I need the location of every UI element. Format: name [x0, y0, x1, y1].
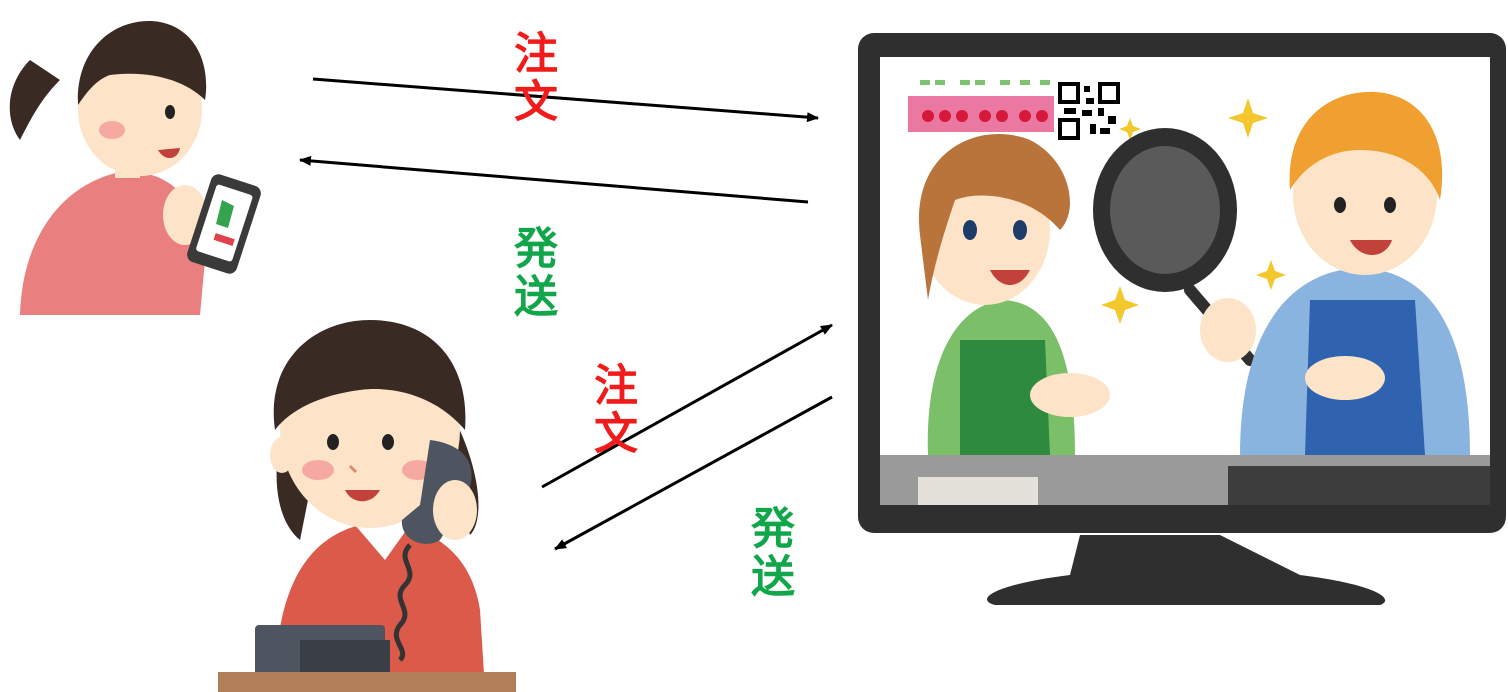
qr-code-icon — [1058, 82, 1120, 140]
ship-label-phone: 発送 — [743, 505, 794, 601]
ship-label-smartphone: 発送 — [506, 225, 557, 321]
arrow-smartphone-ship — [299, 155, 809, 204]
woman-on-phone-illustration — [218, 320, 516, 692]
woman-with-smartphone-illustration — [9, 21, 261, 315]
frying-pan-icon — [1093, 128, 1256, 366]
telephone-handset-icon — [401, 440, 472, 544]
telephone-base-icon — [255, 625, 390, 675]
arrow-phone-order — [541, 323, 833, 489]
order-label-phone: 注文 — [586, 362, 637, 458]
arrow-phone-ship — [554, 395, 833, 551]
tv-shopping-illustration — [858, 33, 1506, 605]
order-label-smartphone: 注文 — [506, 30, 557, 126]
presenter-woman — [919, 134, 1110, 455]
flow-arrows — [299, 77, 833, 551]
smartphone-icon — [187, 174, 261, 274]
presenter-man — [1200, 91, 1470, 455]
arrow-smartphone-order — [312, 77, 819, 123]
